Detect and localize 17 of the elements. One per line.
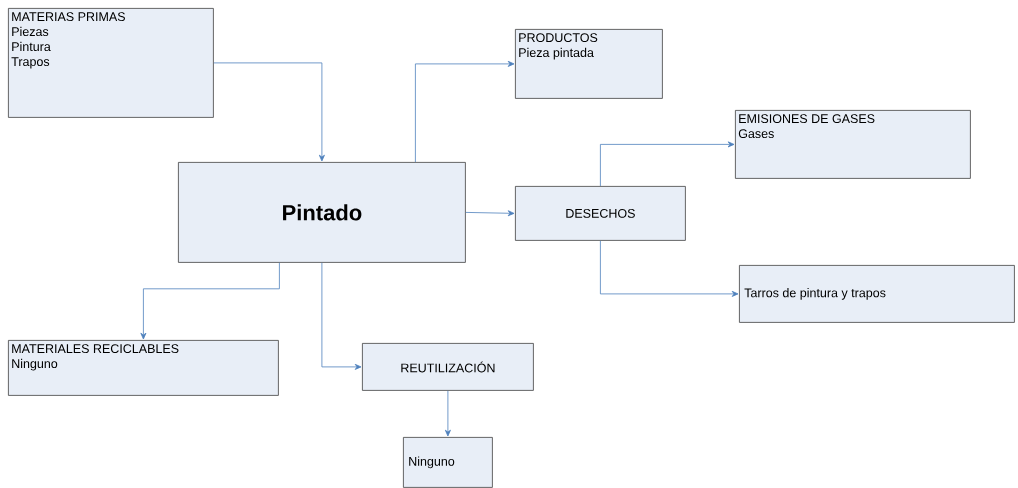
arrow (140, 262, 280, 340)
arrow (415, 60, 515, 163)
arrow (600, 240, 739, 297)
process-box: REUTILIZACIÓN (362, 343, 534, 391)
process-box: EMISIONES DE GASES Gases (735, 110, 971, 179)
arrow (213, 62, 325, 162)
process-box: PRODUCTOS Pieza pintada (515, 29, 663, 99)
process-box: DESECHOS (515, 186, 686, 241)
process-box: MATERIAS PRIMAS Piezas Pintura Trapos (8, 8, 214, 118)
arrow (600, 141, 735, 187)
process-box: Tarros de pintura y trapos (739, 265, 1015, 323)
arrow (321, 262, 362, 370)
process-box: MATERIALES RECICLABLES Ninguno (8, 340, 279, 396)
process-box: Ninguno (403, 437, 493, 488)
process-box: Pintado (178, 162, 466, 263)
arrow (465, 210, 515, 217)
arrow (444, 390, 451, 437)
